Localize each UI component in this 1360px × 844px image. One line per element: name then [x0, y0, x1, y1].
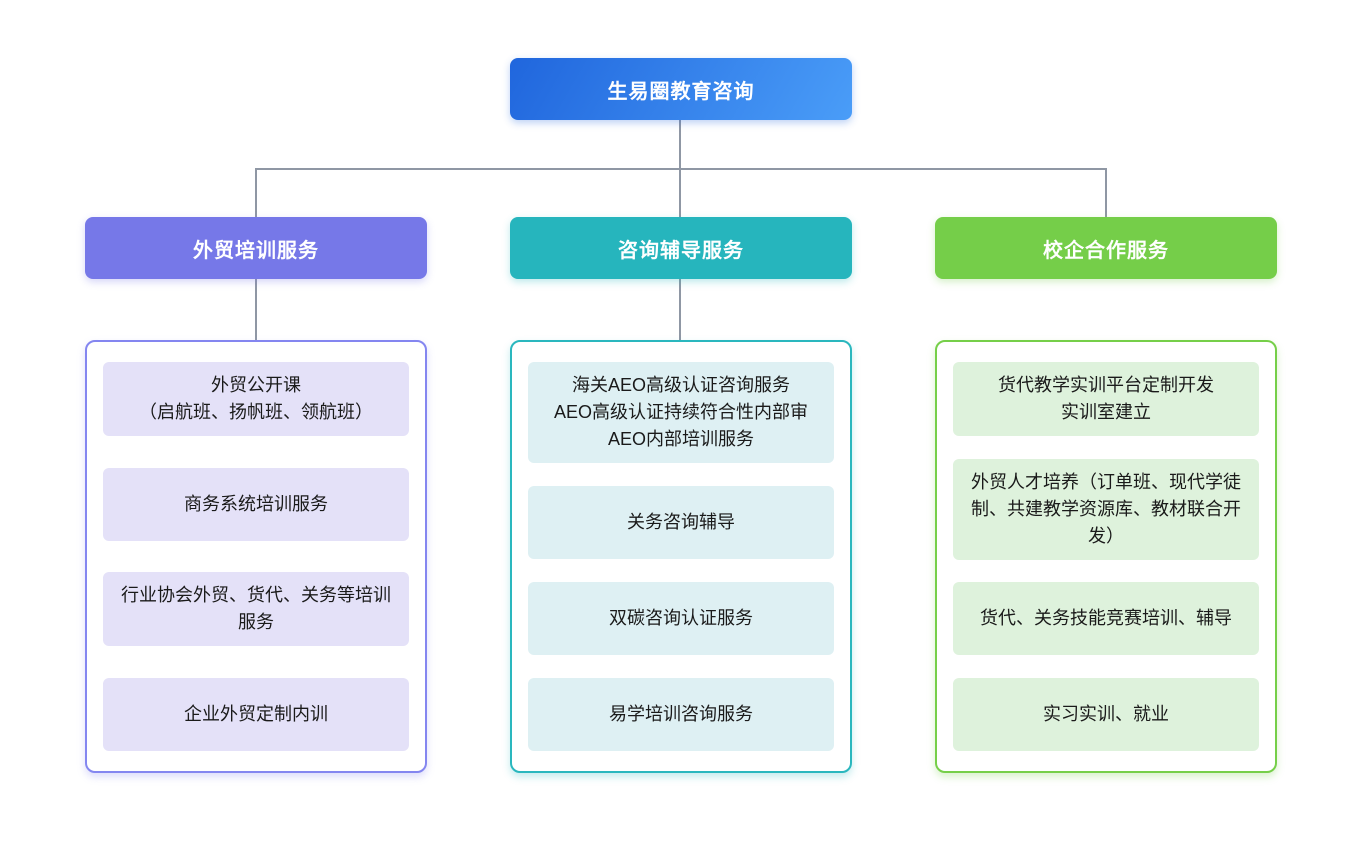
connector-branch1-drop [255, 168, 257, 217]
leaf-item: 双碳咨询认证服务 [528, 582, 834, 655]
branch3-container: 货代教学实训平台定制开发 实训室建立 外贸人才培养（订单班、现代学徒制、共建教学… [935, 340, 1277, 773]
branch-header-foreign-trade-training: 外贸培训服务 [85, 217, 427, 279]
connector-horizontal-rail [255, 168, 1107, 170]
branch-header-label: 校企合作服务 [1043, 239, 1169, 262]
root-node-label: 生易圈教育咨询 [607, 80, 755, 103]
leaf-item: 实习实训、就业 [953, 677, 1259, 751]
leaf-item: 外贸公开课 （启航班、扬帆班、领航班） [103, 362, 409, 436]
leaf-item: 商务系统培训服务 [103, 467, 409, 541]
connector-branch2-to-container [679, 279, 681, 340]
root-node: 生易圈教育咨询 [510, 58, 852, 120]
leaf-item: 外贸人才培养（订单班、现代学徒制、共建教学资源库、教材联合开发） [953, 458, 1259, 560]
branch-header-consulting-coaching: 咨询辅导服务 [510, 217, 852, 279]
leaf-item: 易学培训咨询服务 [528, 678, 834, 751]
connector-branch2-drop [679, 168, 681, 217]
branch1-container: 外贸公开课 （启航班、扬帆班、领航班） 商务系统培训服务 行业协会外贸、货代、关… [85, 340, 427, 773]
leaf-item: 关务咨询辅导 [528, 486, 834, 559]
connector-root-drop [679, 120, 681, 168]
leaf-item: 行业协会外贸、货代、关务等培训服务 [103, 572, 409, 647]
branch2-container: 海关AEO高级认证咨询服务 AEO高级认证持续符合性内部审 AEO内部培训服务 … [510, 340, 852, 773]
leaf-item: 海关AEO高级认证咨询服务 AEO高级认证持续符合性内部审 AEO内部培训服务 [528, 362, 834, 463]
leaf-item: 货代教学实训平台定制开发 实训室建立 [953, 362, 1259, 436]
leaf-item: 企业外贸定制内训 [103, 677, 409, 751]
connector-branch1-to-container [255, 279, 257, 340]
leaf-item: 货代、关务技能竞赛培训、辅导 [953, 582, 1259, 656]
branch-header-label: 咨询辅导服务 [618, 239, 744, 262]
branch-header-label: 外贸培训服务 [193, 239, 319, 262]
connector-branch3-drop [1105, 168, 1107, 217]
branch-header-school-enterprise: 校企合作服务 [935, 217, 1277, 279]
